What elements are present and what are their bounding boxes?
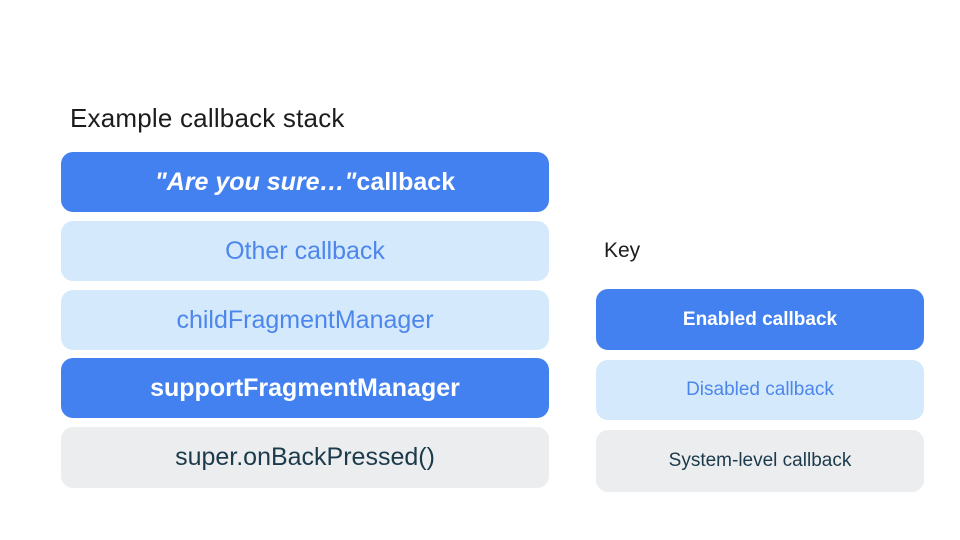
stack-box-label: Other callback [225,236,385,265]
key-item-system-level-callback: System-level callback [596,430,924,492]
stack-box-other-callback: Other callback [61,221,549,281]
stack-box-label-emphasis: "Are you sure…" [154,167,357,196]
key-item-label: Enabled callback [682,308,838,330]
stack-box-super-on-back-pressed: super.onBackPressed() [61,427,549,488]
key-item-label: System-level callback [668,450,852,471]
stack-box-are-you-sure-callback: "Are you sure…" callback [61,152,549,212]
diagram-title: Example callback stack [70,103,345,133]
key-title: Key [604,239,641,262]
stack-box-child-fragment-manager: childFragmentManager [61,290,549,350]
stack-box-label-suffix: callback [356,167,456,196]
key-item-enabled-callback: Enabled callback [596,289,924,350]
stack-box-label: super.onBackPressed() [175,443,435,471]
key-item-disabled-callback: Disabled callback [596,360,924,420]
key-item-label: Disabled callback [686,379,834,400]
stack-box-support-fragment-manager: supportFragmentManager [61,358,549,418]
stack-box-label: childFragmentManager [176,305,434,334]
stack-box-label: supportFragmentManager [150,373,460,402]
